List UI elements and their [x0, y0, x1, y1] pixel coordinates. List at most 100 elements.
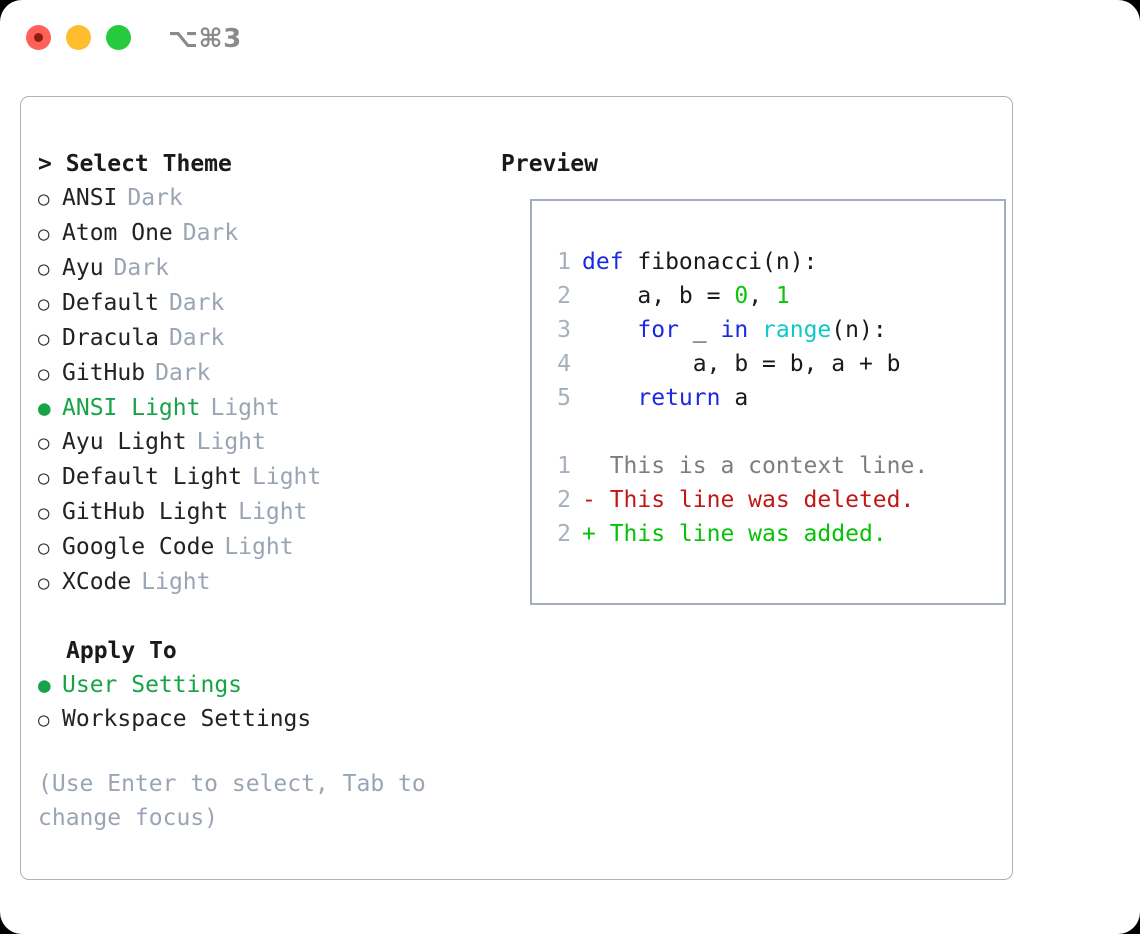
code-line-content: return a [582, 381, 748, 415]
code-line: 5 return a [545, 381, 998, 415]
option-label: Default Light [62, 464, 243, 490]
line-number: 2 [557, 521, 571, 547]
option-label: Dracula [62, 325, 159, 351]
preview-pane-heading: Preview [501, 151, 598, 177]
window-controls [26, 25, 131, 50]
token-plain: a [720, 385, 749, 411]
code-line-content: def fibonacci(n): [582, 245, 817, 279]
theme-pane-heading: > Select Theme [38, 151, 232, 177]
code-line-content: a, b = b, a + b [582, 347, 901, 381]
line-number: 4 [557, 351, 571, 377]
option-variant-tag: Light [238, 499, 308, 525]
token-plain: a, b = b, a + b [582, 351, 901, 377]
option-variant-tag: Dark [113, 255, 169, 281]
radio-unselected-icon: ○ [38, 502, 50, 524]
option-label: Workspace Settings [62, 706, 312, 732]
title-bar: ⌥⌘3 [0, 0, 1140, 78]
token-plain: fibonacci(n): [637, 249, 818, 275]
radio-selected-icon: ● [38, 396, 51, 420]
token-kw: in [720, 317, 749, 343]
option-variant-tag: Dark [127, 185, 183, 211]
option-label: Ayu [62, 255, 104, 281]
line-number: 2 [557, 487, 571, 513]
token-plain [582, 385, 637, 411]
line-number: 1 [557, 249, 571, 275]
code-diff-separator [545, 415, 998, 449]
option-label: Atom One [62, 220, 173, 246]
option-variant-tag: Dark [168, 325, 225, 351]
token-kw: def [582, 249, 638, 275]
token-kw: for [637, 317, 679, 343]
option-label: XCode [62, 569, 132, 595]
token-num: 1 [775, 283, 790, 309]
line-number: 3 [557, 317, 571, 343]
option-label: Google Code [62, 534, 215, 560]
option-variant-tag: Light [210, 395, 280, 421]
apply-to-label: Apply To [66, 638, 177, 664]
option-label: ANSI Light [62, 395, 201, 421]
token-add: + This line was added. [582, 521, 887, 547]
code-line: 3 for _ in range(n): [545, 313, 998, 347]
radio-unselected-icon: ○ [38, 328, 50, 350]
line-number: 5 [557, 385, 571, 411]
option-label: GitHub [62, 360, 146, 386]
diff-line: 2 + This line was added. [545, 517, 998, 551]
radio-unselected-icon: ○ [38, 293, 50, 315]
radio-unselected-icon: ○ [38, 258, 50, 280]
radio-selected-icon: ● [38, 673, 51, 697]
option-variant-tag: Light [224, 534, 294, 560]
option-dracula[interactable]: ○ Dracula Dark [38, 321, 488, 356]
close-window-button[interactable] [26, 25, 51, 50]
option-user-settings[interactable]: ● User Settings [38, 668, 488, 702]
option-variant-tag: Dark [168, 290, 225, 316]
radio-unselected-icon: ○ [38, 467, 50, 489]
option-label: GitHub Light [62, 499, 229, 525]
option-label: ANSI [62, 185, 118, 211]
option-label: Ayu Light [62, 429, 187, 455]
option-default[interactable]: ○ Default Dark [38, 286, 488, 321]
maximize-window-button[interactable] [106, 25, 131, 50]
option-variant-tag: Dark [182, 220, 239, 246]
token-plain: , [748, 283, 776, 309]
token-plain [748, 317, 762, 343]
list-spacer [38, 600, 488, 634]
option-google-code[interactable]: ○ Google Code Light [38, 530, 488, 565]
option-label: User Settings [62, 672, 243, 698]
option-ayu[interactable]: ○ Ayu Dark [38, 251, 488, 286]
option-default-light[interactable]: ○ Default Light Light [38, 460, 488, 495]
code-line-content: for _ in range(n): [582, 313, 886, 347]
option-variant-tag: Light [196, 429, 266, 455]
option-github-light[interactable]: ○ GitHub Light Light [38, 495, 488, 530]
token-plain [582, 317, 637, 343]
diff-block: 1 This is a context line. 2 - This line wa… [545, 449, 998, 551]
token-num: 0 [734, 283, 749, 309]
option-variant-tag: Light [252, 464, 322, 490]
option-workspace-settings[interactable]: ○Workspace Settings [38, 702, 488, 737]
code-line: 1 def fibonacci(n): [545, 245, 998, 279]
option-label: Default [62, 290, 159, 316]
diff-line: 2 - This line was deleted. [545, 483, 998, 517]
minimize-window-button[interactable] [66, 25, 91, 50]
token-fn: range [762, 317, 832, 343]
token-kw: return [637, 385, 721, 411]
diff-line-content: - This line was deleted. [582, 483, 914, 517]
radio-unselected-icon: ○ [38, 363, 50, 385]
diff-line: 1 This is a context line. [545, 449, 998, 483]
code-line: 2 a, b = 0, 1 [545, 279, 998, 313]
code-line-content: a, b = 0, 1 [582, 279, 790, 313]
radio-unselected-icon: ○ [38, 537, 50, 559]
option-ansi-light[interactable]: ● ANSI Light Light [38, 391, 488, 425]
